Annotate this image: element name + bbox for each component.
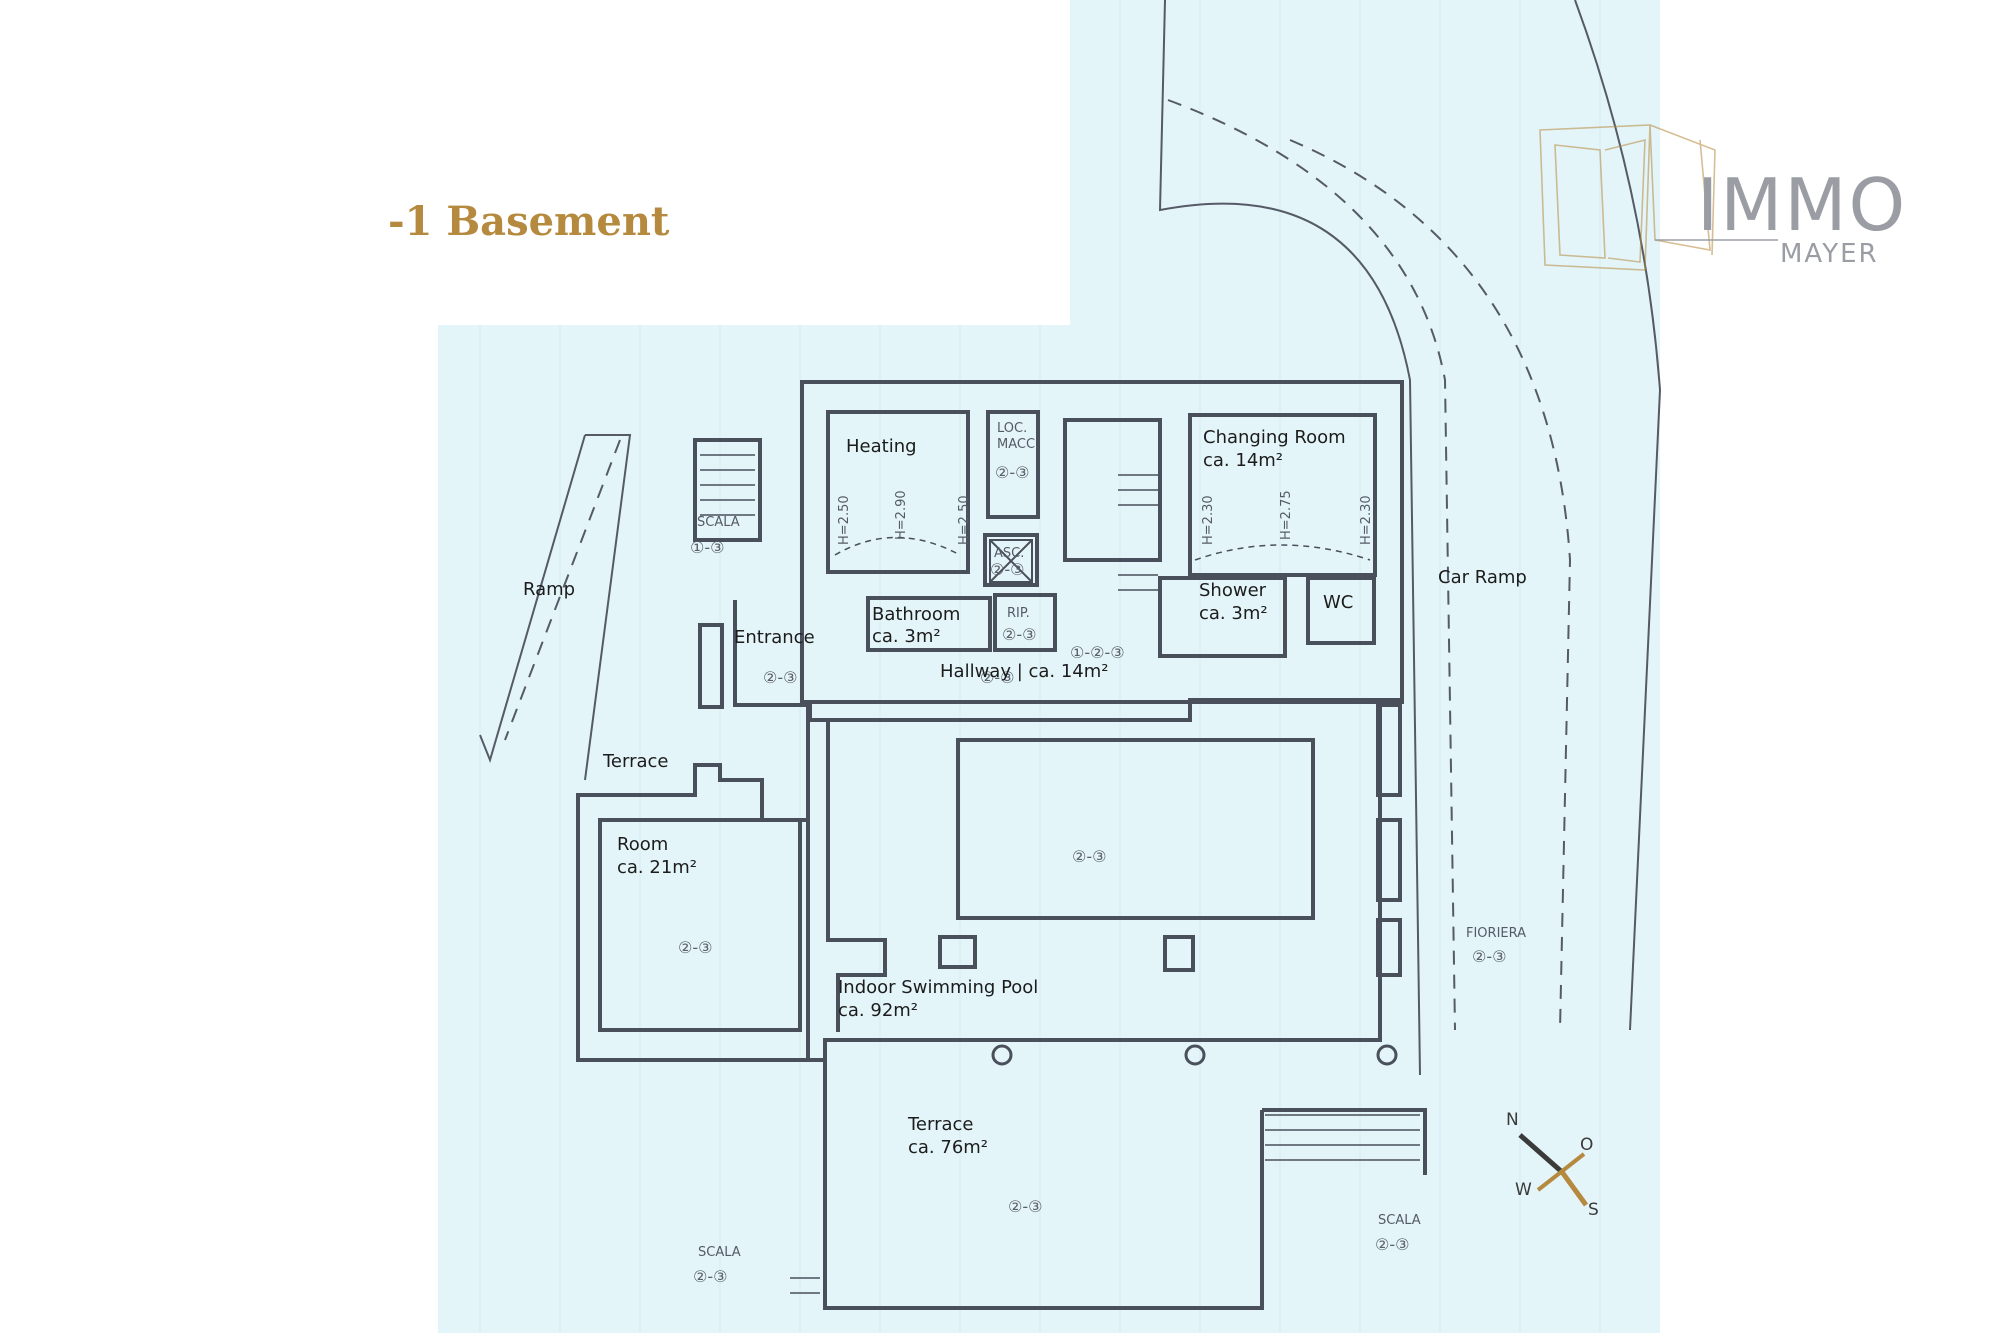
height-note-heating-mid: H=2.90 xyxy=(894,490,909,540)
room-area-terrace-south: ca. 76m² xyxy=(908,1137,988,1158)
room-label-hallway: Hallway | ca. 14m² xyxy=(940,661,1109,682)
room-label-terrace-west: Terrace xyxy=(602,751,669,772)
compass-needle-gold xyxy=(1559,1170,1589,1207)
note-asc: ASC. xyxy=(994,546,1024,561)
elevator xyxy=(989,539,1033,583)
code-pool: ②-③ xyxy=(1072,847,1106,866)
code-fioriera: ②-③ xyxy=(1472,947,1506,966)
compass-n: N xyxy=(1506,1110,1519,1130)
room-label-car-ramp: Car Ramp xyxy=(1438,567,1527,588)
room-label-bathroom: Bathroom xyxy=(872,604,960,625)
height-note-changing-right: H=2.30 xyxy=(1359,495,1374,545)
stair-treads xyxy=(700,454,1420,1294)
site-lines xyxy=(479,0,1662,1076)
blueprint-paper xyxy=(438,0,1660,1333)
room-area-shower: ca. 3m² xyxy=(1199,603,1268,624)
compass-o: O xyxy=(1580,1135,1593,1155)
compass-s: S xyxy=(1588,1200,1599,1220)
room-label-entrance: Entrance xyxy=(734,627,815,648)
height-note-heating-left: H=2.50 xyxy=(837,495,852,545)
code-hallway-2: ②-③ xyxy=(980,668,1014,687)
room-label-shower: Shower xyxy=(1199,580,1267,601)
note-macc: MACC. xyxy=(997,437,1039,452)
code-entrance: ②-③ xyxy=(763,668,797,687)
room-label-ramp: Ramp xyxy=(523,579,575,600)
compass-needle-cross xyxy=(1536,1152,1586,1192)
note-scala-top: SCALA xyxy=(697,515,740,530)
height-note-changing-mid: H=2.75 xyxy=(1279,490,1294,540)
building-walls xyxy=(576,380,1427,1310)
room-label-wc: WC xyxy=(1323,592,1353,613)
height-note-heating-right: H=2.50 xyxy=(957,495,972,545)
brand-logo-mark xyxy=(1539,124,1716,271)
room-label-heating: Heating xyxy=(846,436,917,457)
ramp-dashes xyxy=(504,99,1572,1031)
code-scala-top: ①-③ xyxy=(690,538,724,557)
room-label-room: Room xyxy=(617,834,668,855)
room-area-room: ca. 21m² xyxy=(617,857,697,878)
height-arcs xyxy=(834,536,1371,561)
room-area-changing: ca. 14m² xyxy=(1203,450,1283,471)
room-label-changing: Changing Room xyxy=(1203,427,1346,448)
room-area-pool: ca. 92m² xyxy=(838,1000,918,1021)
page-title: -1 Basement xyxy=(388,198,670,245)
code-terrace: ②-③ xyxy=(1008,1197,1042,1216)
note-rip: RIP. xyxy=(1007,606,1030,621)
height-note-changing-left: H=2.30 xyxy=(1201,495,1216,545)
code-room: ②-③ xyxy=(678,938,712,957)
brand-name-bottom: MAYER xyxy=(1780,239,1879,269)
code-loc-macc: ②-③ xyxy=(995,463,1029,482)
compass: N O W S xyxy=(1506,1110,1599,1220)
code-hallway: ①-②-③ xyxy=(1070,643,1125,662)
compass-w: W xyxy=(1515,1180,1532,1200)
code-scala-left: ②-③ xyxy=(693,1267,727,1286)
brand-name-top: IMMO xyxy=(1697,163,1907,247)
note-fioriera: FIORIERA xyxy=(1466,926,1526,941)
terrace-columns xyxy=(991,1044,1398,1066)
note-scala-right: SCALA xyxy=(1378,1213,1421,1228)
room-label-pool: Indoor Swimming Pool xyxy=(838,977,1038,998)
compass-needle-dark xyxy=(1518,1133,1564,1174)
room-label-terrace-south: Terrace xyxy=(907,1114,974,1135)
note-scala-left: SCALA xyxy=(698,1245,741,1260)
code-scala-right: ②-③ xyxy=(1375,1235,1409,1254)
note-loc: LOC. xyxy=(997,421,1027,436)
code-rip: ②-③ xyxy=(1002,625,1036,644)
code-asc: ②-③ xyxy=(990,560,1024,579)
room-area-bathroom: ca. 3m² xyxy=(872,626,941,647)
